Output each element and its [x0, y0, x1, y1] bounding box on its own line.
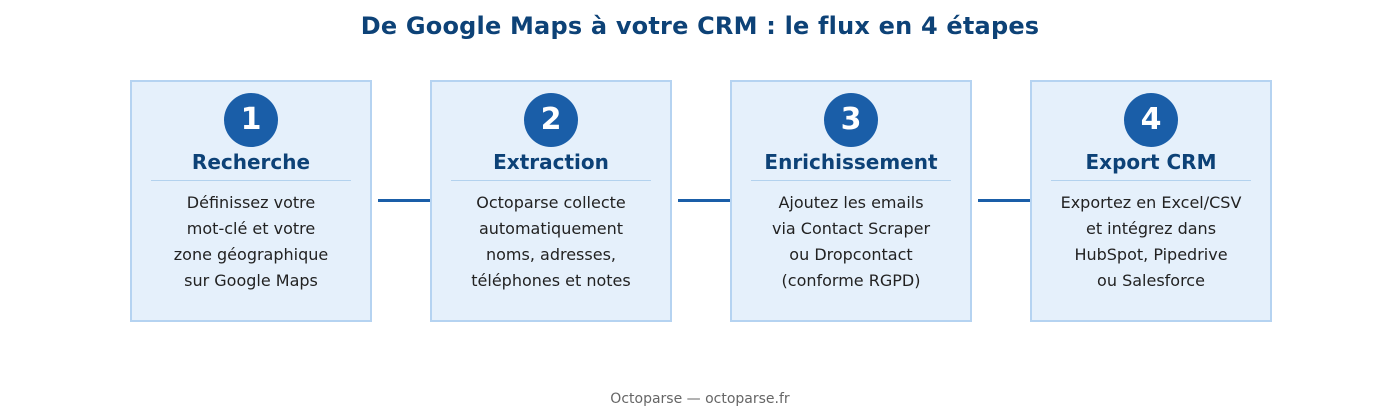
arrow-3-to-4: [978, 190, 1040, 210]
description-line: ou Dropcontact: [789, 245, 913, 264]
step-title: Enrichissement: [764, 150, 938, 174]
step-title: Recherche: [191, 150, 311, 174]
diagram-title: De Google Maps à votre CRM : le flux en …: [360, 12, 1040, 40]
step-description: Exportez en Excel/CSV et intégrez dans H…: [1032, 190, 1270, 294]
step-title: Export CRM: [1085, 150, 1217, 174]
step-number-badge: 4: [1124, 93, 1178, 147]
divider: [1051, 180, 1251, 181]
description-line: automatiquement: [478, 219, 624, 238]
description-line: Définissez votre: [186, 193, 316, 212]
step-description: Ajoutez les emails via Contact Scraper o…: [732, 190, 970, 294]
step-card-enrichissement: 3 Enrichissement Ajoutez les emails via …: [730, 80, 972, 322]
step-number-badge: 1: [224, 93, 278, 147]
description-line: zone géographique: [173, 245, 329, 264]
footer-credit: Octoparse — octoparse.fr: [610, 391, 790, 407]
step-description: Définissez votre mot-clé et votre zone g…: [132, 190, 370, 294]
divider: [751, 180, 951, 181]
step-number-badge: 2: [524, 93, 578, 147]
description-line: et intégrez dans: [1085, 219, 1217, 238]
step-number-badge: 3: [824, 93, 878, 147]
step-card-extraction: 2 Extraction Octoparse collecte automati…: [430, 80, 672, 322]
description-line: HubSpot, Pipedrive: [1074, 245, 1228, 264]
step-card-recherche: 1 Recherche Définissez votre mot-clé et …: [130, 80, 372, 322]
description-line: mot-clé et votre: [186, 219, 316, 238]
description-line: sur Google Maps: [184, 271, 318, 290]
step-title: Extraction: [493, 150, 609, 174]
divider: [151, 180, 351, 181]
step-card-export-crm: 4 Export CRM Exportez en Excel/CSV et in…: [1030, 80, 1272, 322]
description-line: téléphones et notes: [471, 271, 631, 290]
description-line: Ajoutez les emails: [778, 193, 924, 212]
step-description: Octoparse collecte automatiquement noms,…: [432, 190, 670, 294]
arrow-2-to-3: [678, 190, 740, 210]
description-line: noms, adresses,: [486, 245, 616, 264]
description-line: (conforme RGPD): [781, 271, 921, 290]
description-line: Octoparse collecte: [476, 193, 626, 212]
description-line: via Contact Scraper: [771, 219, 931, 238]
divider: [451, 180, 651, 181]
description-line: Exportez en Excel/CSV: [1060, 193, 1242, 212]
arrow-1-to-2: [378, 190, 440, 210]
description-line: ou Salesforce: [1097, 271, 1205, 290]
